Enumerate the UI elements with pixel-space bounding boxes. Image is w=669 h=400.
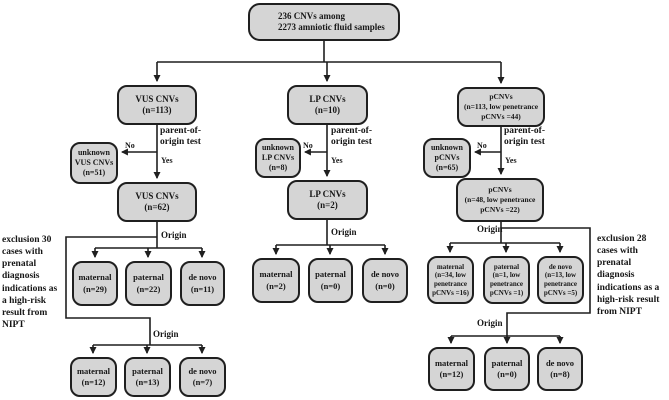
vus-parent-of-origin-label: parent-of- origin test — [160, 126, 201, 148]
node-vus-denovo-11: de novo (n=11) — [180, 261, 225, 306]
pcnv-no-label: No — [477, 141, 487, 150]
node-pcnv-paternal-1: paternal (n=1, low penetrance pCNVs =1) — [483, 256, 530, 304]
pcnv-parent-of-origin-label: parent-of- origin test — [504, 126, 545, 148]
node-vus2-paternal-13: paternal (n=13) — [124, 357, 171, 397]
vus-no-label: No — [125, 141, 135, 150]
node-vus-paternal-22: paternal (n=22) — [125, 261, 172, 306]
pcnv-exclusion-note: exclusion 28 cases with prenatal diagnos… — [597, 234, 660, 317]
node-pcnv-denovo-13: de novo (n=13, low penetrance pCNVs =5) — [537, 256, 584, 304]
node-vus2-denovo-7: de novo (n=7) — [179, 357, 226, 397]
vus-yes-label: Yes — [161, 156, 173, 165]
node-lp-denovo-0: de novo (n=0) — [362, 258, 408, 303]
node-lp-paternal-0: paternal (n=0) — [308, 258, 353, 303]
node-total-cnvs: 236 CNVs among 2273 amniotic fluid sampl… — [248, 3, 400, 41]
vus-origin1-label: Origin — [161, 230, 187, 240]
node-lp-cnvs-2: LP CNVs (n=2) — [287, 180, 368, 220]
lp-yes-label: Yes — [331, 156, 343, 165]
node-lp-cnvs-10: LP CNVs (n=10) — [287, 85, 368, 125]
node-vus-maternal-29: maternal (n=29) — [72, 261, 118, 306]
vus-origin2-label: Origin — [153, 329, 179, 339]
lp-no-label: No — [303, 141, 313, 150]
node-pcnv-maternal-34: maternal (n=34, low penetrance pCNVs =16… — [427, 256, 474, 304]
node-lp-maternal-2: maternal (n=2) — [252, 258, 300, 303]
edge-pcnv-exclusion-bypass — [501, 227, 591, 336]
edge-root-split — [157, 41, 501, 63]
node-pcnvs-48: pCNVs (n=48, low penetrance pCNVs =22) — [456, 178, 544, 222]
node-vus2-maternal-12: maternal (n=12) — [70, 357, 117, 397]
edge-vus-exclusion-bypass — [65, 236, 157, 345]
lp-parent-of-origin-label: parent-of- origin test — [331, 126, 372, 148]
node-vus-cnvs-62: VUS CNVs (n=62) — [117, 182, 197, 222]
pcnv-origin1-label: Origin — [477, 224, 503, 234]
lp-origin-label: Origin — [331, 227, 357, 237]
pcnv-yes-label: Yes — [505, 156, 517, 165]
node-unknown-pcnvs-65: unknown pCNVs (n=65) — [423, 138, 471, 178]
node-pcnv2-denovo-8: de novo (n=8) — [537, 347, 583, 391]
vus-exclusion-note: exclusion 30 cases with prenatal diagnos… — [2, 235, 58, 331]
node-pcnv2-maternal-12: maternal (n=12) — [428, 347, 475, 391]
node-pcnv2-paternal-0: paternal (n=0) — [484, 347, 530, 391]
pcnv-origin2-label: Origin — [477, 318, 503, 328]
node-unknown-vus-cnvs-51: unknown VUS CNVs (n=51) — [70, 142, 118, 184]
node-vus-cnvs-113: VUS CNVs (n=113) — [117, 85, 197, 125]
node-unknown-lp-cnvs-8: unknown LP CNVs (n=8) — [255, 138, 301, 178]
node-pcnvs-113: pCNVs (n=113, low penetrance pCNVs =44) — [457, 87, 545, 127]
